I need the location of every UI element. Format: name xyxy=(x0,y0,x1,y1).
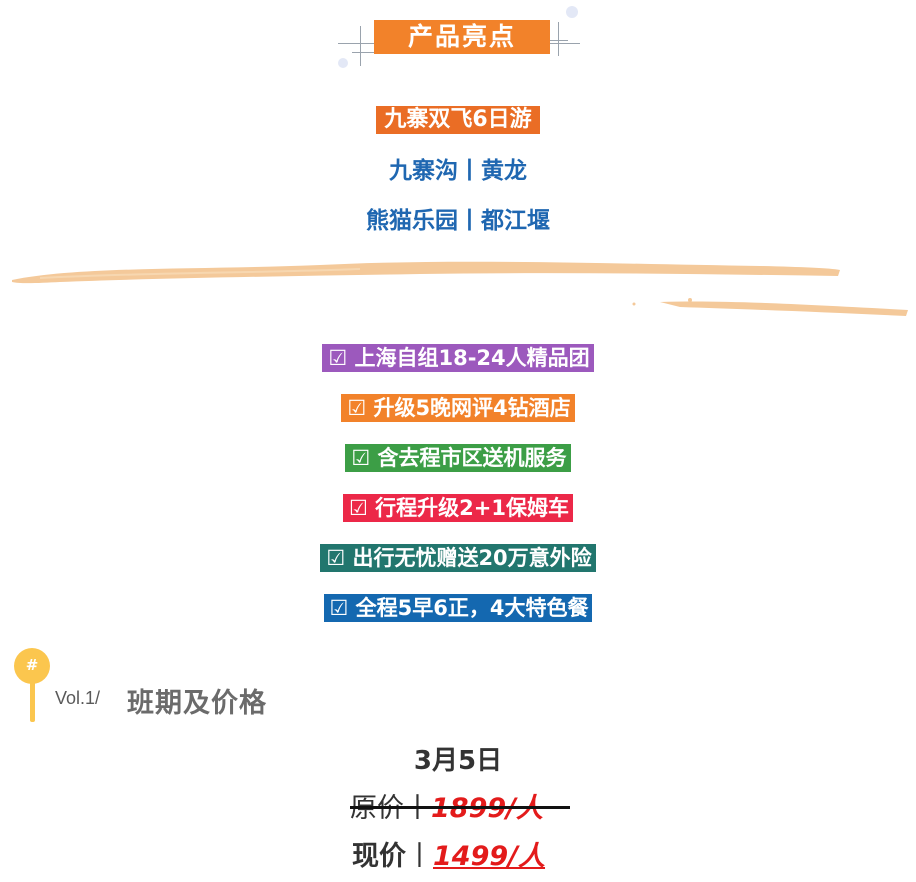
feature-item: ☑ 出行无忧赠送20万意外险 xyxy=(0,544,916,572)
page-title: 产品亮点 xyxy=(374,20,550,54)
feature-item: ☑ 含去程市区送机服务 xyxy=(0,444,916,472)
decor-line xyxy=(546,40,568,41)
strikethrough-line xyxy=(350,806,570,809)
decor-line xyxy=(352,52,374,53)
tour-name-row: 九寨双飞6日游 xyxy=(0,106,916,134)
tour-name: 九寨双飞6日游 xyxy=(376,106,540,134)
feature-tag: ☑ 全程5早6正，4大特色餐 xyxy=(323,594,593,622)
feature-item: ☑ 全程5早6正，4大特色餐 xyxy=(0,594,916,622)
decor-line xyxy=(338,43,378,44)
feature-item: ☑ 上海自组18-24人精品团 xyxy=(0,344,916,372)
feature-tag: ☑ 行程升级2+1保姆车 xyxy=(343,494,573,522)
section-title: 班期及价格 xyxy=(127,688,267,719)
original-price-row: 原价丨1899/人 xyxy=(350,786,570,824)
brush-divider xyxy=(12,261,908,316)
section-pin: # xyxy=(14,648,50,722)
decor-line xyxy=(558,22,559,56)
pin-stick xyxy=(30,678,35,722)
feature-tag: ☑ 出行无忧赠送20万意外险 xyxy=(320,544,596,572)
current-price-value: 1499/人 xyxy=(433,841,546,872)
feature-item: ☑ 升级5晚网评4钻酒店 xyxy=(0,394,916,422)
section-vol: Vol.1/ xyxy=(55,688,101,708)
feature-tag: ☑ 含去程市区送机服务 xyxy=(345,444,571,472)
current-price-row: 现价丨1499/人 xyxy=(352,834,545,873)
tour-destinations-2: 熊猫乐园丨都江堰 xyxy=(366,208,550,234)
decor-line xyxy=(360,26,361,66)
decor-dot xyxy=(338,58,348,68)
feature-tag: ☑ 上海自组18-24人精品团 xyxy=(322,344,594,372)
brush-stroke xyxy=(12,261,840,284)
decor-dot xyxy=(566,6,578,18)
brush-stroke xyxy=(39,268,361,279)
brush-speck xyxy=(632,302,636,306)
tour-destinations-1: 九寨沟丨黄龙 xyxy=(389,158,527,184)
current-price-label: 现价 xyxy=(352,841,406,872)
brush-speck xyxy=(688,298,692,302)
decor-line xyxy=(540,43,580,44)
section-title-block: 产品亮点 xyxy=(338,6,580,74)
brush-stroke xyxy=(660,301,908,316)
price-separator: 丨 xyxy=(406,841,433,872)
feature-item: ☑ 行程升级2+1保姆车 xyxy=(0,494,916,522)
feature-tag: ☑ 升级5晚网评4钻酒店 xyxy=(341,394,575,422)
departure-date: 3月5日 xyxy=(413,746,503,776)
hash-icon: # xyxy=(14,648,50,684)
